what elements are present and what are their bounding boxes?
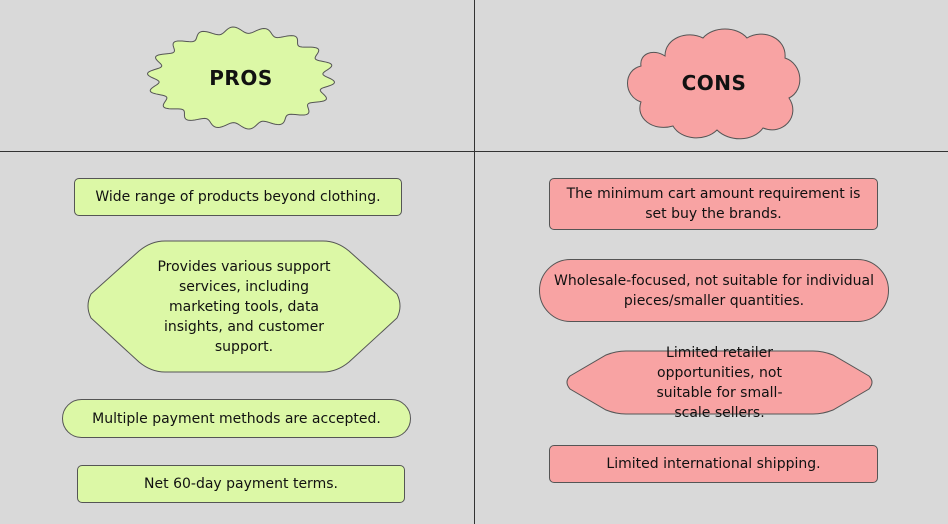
cons-item-1-box: The minimum cart amount requirement is s… xyxy=(549,178,878,230)
cons-item-1-text: The minimum cart amount requirement is s… xyxy=(566,186,861,222)
horizontal-divider xyxy=(0,151,948,152)
pros-item-2-hexagon: Provides various support services, inclu… xyxy=(85,240,403,373)
cons-item-2-text: Wholesale-focused, not suitable for indi… xyxy=(554,272,874,309)
vertical-divider xyxy=(474,0,475,524)
pros-item-2-text: Provides various support services, inclu… xyxy=(157,258,331,355)
hexagon-shape xyxy=(87,240,401,373)
pros-item-1-text: Wide range of products beyond clothing. xyxy=(95,189,381,205)
cons-item-3-hexagon: Limited retailer opportunities, not suit… xyxy=(564,344,875,421)
pros-item-4-text: Net 60-day payment terms. xyxy=(144,476,338,492)
cons-heading: CONS xyxy=(681,71,747,95)
cons-item-3-text: Limited retailer opportunities, not suit… xyxy=(656,344,783,421)
cons-item-4-box: Limited international shipping. xyxy=(549,445,878,483)
cloud-shape xyxy=(627,28,801,140)
pros-item-3-text: Multiple payment methods are accepted. xyxy=(92,410,381,427)
cons-item-4-text: Limited international shipping. xyxy=(606,456,821,472)
scalloped-badge-shape xyxy=(147,26,335,130)
pros-item-3-pill: Multiple payment methods are accepted. xyxy=(62,399,411,438)
pros-heading: PROS xyxy=(209,66,273,90)
pros-item-1-box: Wide range of products beyond clothing. xyxy=(74,178,402,216)
pros-item-4-box: Net 60-day payment terms. xyxy=(77,465,405,503)
cons-item-2-pill: Wholesale-focused, not suitable for indi… xyxy=(539,259,889,322)
elongated-hexagon-shape xyxy=(566,350,873,415)
pros-heading-badge: PROS xyxy=(145,22,337,134)
cons-heading-cloud: CONS xyxy=(625,26,803,140)
